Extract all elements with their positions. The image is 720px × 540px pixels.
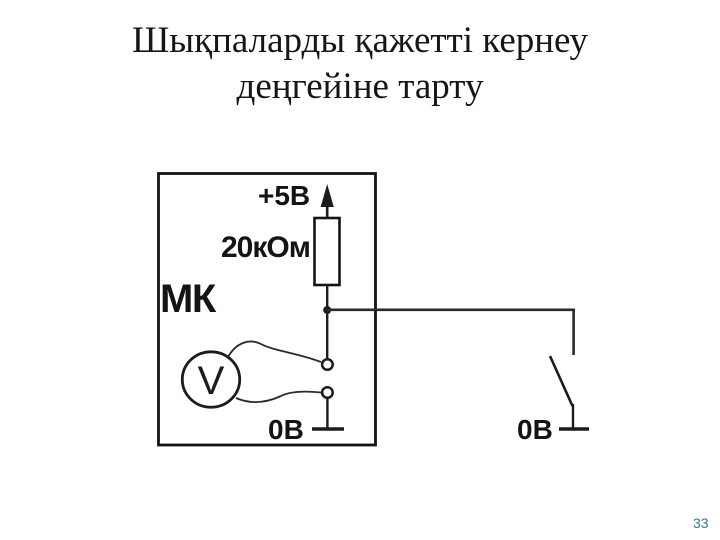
voltmeter-label: V [197, 359, 225, 403]
probe-wire-upper [227, 340, 322, 363]
ground-label-outer: 0В [517, 414, 553, 445]
switch-lever [548, 355, 574, 407]
ground-label-inner: 0В [268, 414, 304, 445]
pullup-resistor [313, 216, 341, 287]
slide-title: Шықпаларды қажетті кернеу деңгейіне тарт… [0, 18, 720, 110]
mcu-label: МК [160, 277, 216, 321]
voltmeter-circle [180, 350, 242, 409]
page-number: 33 [693, 515, 709, 531]
pin-terminal-upper [320, 357, 334, 372]
pin-terminal-lower [320, 385, 334, 400]
resistor-value-label: 20кОм [221, 231, 311, 264]
slide-title-line1: Шықпаларды қажетті кернеу [131, 20, 589, 61]
supply-arrow-icon [320, 184, 334, 207]
slide-title-line2: деңгейіне тарту [236, 66, 484, 107]
probe-wire-lower [235, 390, 322, 403]
supply-voltage-label: +5В [258, 180, 311, 211]
